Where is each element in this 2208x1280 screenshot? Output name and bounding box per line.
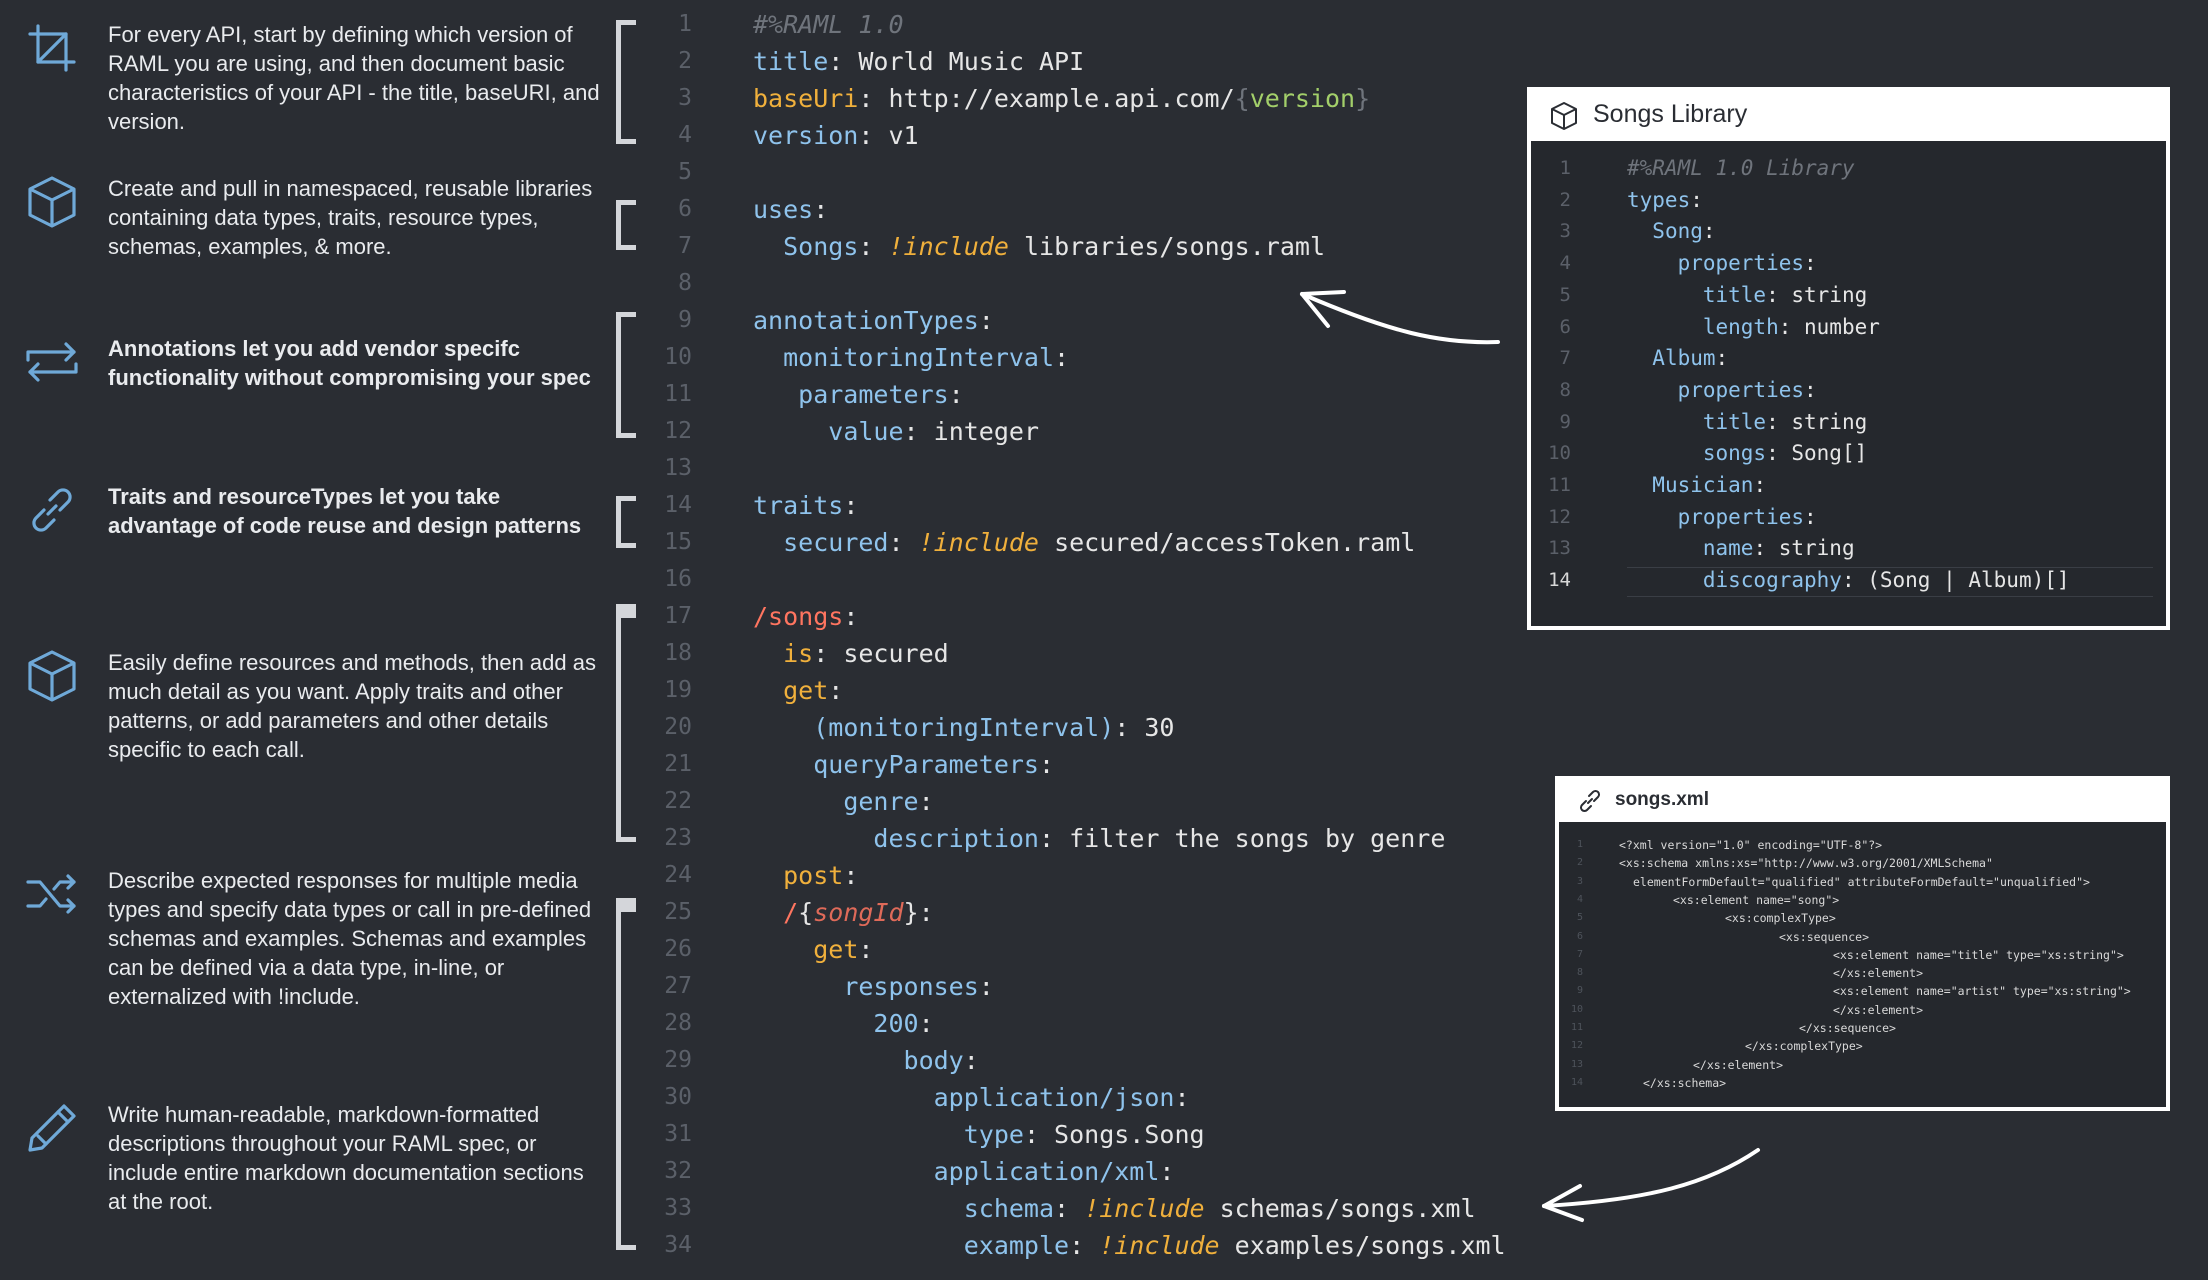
songs-xml-panel[interactable]: songs.xml 1<?xml version="1.0" encoding=… xyxy=(1555,776,2170,1111)
code-line: 10 songs: Song[] xyxy=(1548,441,1868,466)
line-number: 24 xyxy=(664,862,692,888)
code-line: 1#%RAML 1.0 Library xyxy=(1559,156,1855,180)
crop-icon xyxy=(24,20,80,76)
line-number: 5 xyxy=(678,159,692,185)
bracket-uses xyxy=(616,200,636,250)
pencil-icon xyxy=(24,1100,80,1156)
code-line: 9 title: string xyxy=(1559,409,1868,434)
line-number: 7 xyxy=(678,233,692,259)
feature-text: For every API, start by defining which v… xyxy=(108,22,600,134)
bracket-responses xyxy=(616,898,636,1250)
feature-text: Easily define resources and methods, the… xyxy=(108,650,596,762)
cube-icon xyxy=(1549,101,1579,131)
line-number: 14 xyxy=(664,492,692,518)
line-number: 15 xyxy=(664,529,692,555)
arrow-to-library-icon xyxy=(1300,290,1500,345)
code-line: 4 properties: xyxy=(1559,251,1817,276)
repeat-icon xyxy=(24,334,80,390)
line-number: 31 xyxy=(664,1121,692,1147)
code-line: 8 properties: xyxy=(1559,377,1817,402)
panel-header: Songs Library xyxy=(1531,91,2166,141)
line-number: 2 xyxy=(678,48,692,74)
panel-title: Songs Library xyxy=(1593,100,1748,128)
panel-header: songs.xml xyxy=(1559,780,2166,822)
line-number: 13 xyxy=(664,455,692,481)
bracket-resources xyxy=(616,604,636,842)
raml-comment: #%RAML 1.0 xyxy=(753,10,904,39)
bracket-versioning xyxy=(616,20,636,144)
line-number: 9 xyxy=(678,307,692,333)
line-number: 19 xyxy=(664,677,692,703)
shuffle-icon xyxy=(24,866,80,922)
line-number: 33 xyxy=(664,1195,692,1221)
line-number: 16 xyxy=(664,566,692,592)
cube-icon xyxy=(24,648,80,704)
line-number: 1 xyxy=(678,11,692,37)
cube-icon xyxy=(24,174,80,230)
feature-text: Write human-readable, markdown-formatted… xyxy=(108,1102,584,1214)
bracket-annotations xyxy=(616,312,636,438)
line-number: 8 xyxy=(678,270,692,296)
line-number: 21 xyxy=(664,751,692,777)
line-number: 3 xyxy=(678,85,692,111)
line-number: 12 xyxy=(664,418,692,444)
code-line: 6 length: number xyxy=(1559,314,1880,339)
code-line: 13 name: string xyxy=(1548,536,1855,561)
line-number: 32 xyxy=(664,1158,692,1184)
link-icon xyxy=(24,482,80,538)
line-number: 26 xyxy=(664,936,692,962)
line-number: 28 xyxy=(664,1010,692,1036)
line-number: 23 xyxy=(664,825,692,851)
feature-text: Create and pull in namespaced, reusable … xyxy=(108,176,593,259)
feature-text: Traits and resourceTypes let you take ad… xyxy=(108,484,582,538)
code-line: 5 title: string xyxy=(1559,282,1868,307)
line-number: 6 xyxy=(678,196,692,222)
line-number: 10 xyxy=(664,344,692,370)
line-number: 34 xyxy=(664,1232,692,1258)
link-icon xyxy=(1577,788,1603,814)
line-number: 4 xyxy=(678,122,692,148)
line-number: 17 xyxy=(664,603,692,629)
arrow-to-xml-icon xyxy=(1542,1148,1760,1222)
line-number: 27 xyxy=(664,973,692,999)
bracket-traits xyxy=(616,496,636,548)
code-line: 12 properties: xyxy=(1548,504,1817,529)
line-number: 20 xyxy=(664,714,692,740)
feature-text: Annotations let you add vendor specifc f… xyxy=(108,336,591,390)
line-number: 22 xyxy=(664,788,692,814)
line-number: 25 xyxy=(664,899,692,925)
feature-text: Describe expected responses for multiple… xyxy=(108,868,592,1009)
code-line: 11 Musician: xyxy=(1548,473,1767,497)
code-line: 7 Album: xyxy=(1559,346,1729,371)
line-number: 30 xyxy=(664,1084,692,1110)
code-line: 3 Song: xyxy=(1559,219,1716,244)
line-number: 11 xyxy=(664,381,692,407)
panel-title: songs.xml xyxy=(1615,789,1709,810)
line-number: 18 xyxy=(664,640,692,666)
code-line-active: 14 discography: (Song | Album)[] xyxy=(1531,565,2161,598)
line-number: 29 xyxy=(664,1047,692,1073)
